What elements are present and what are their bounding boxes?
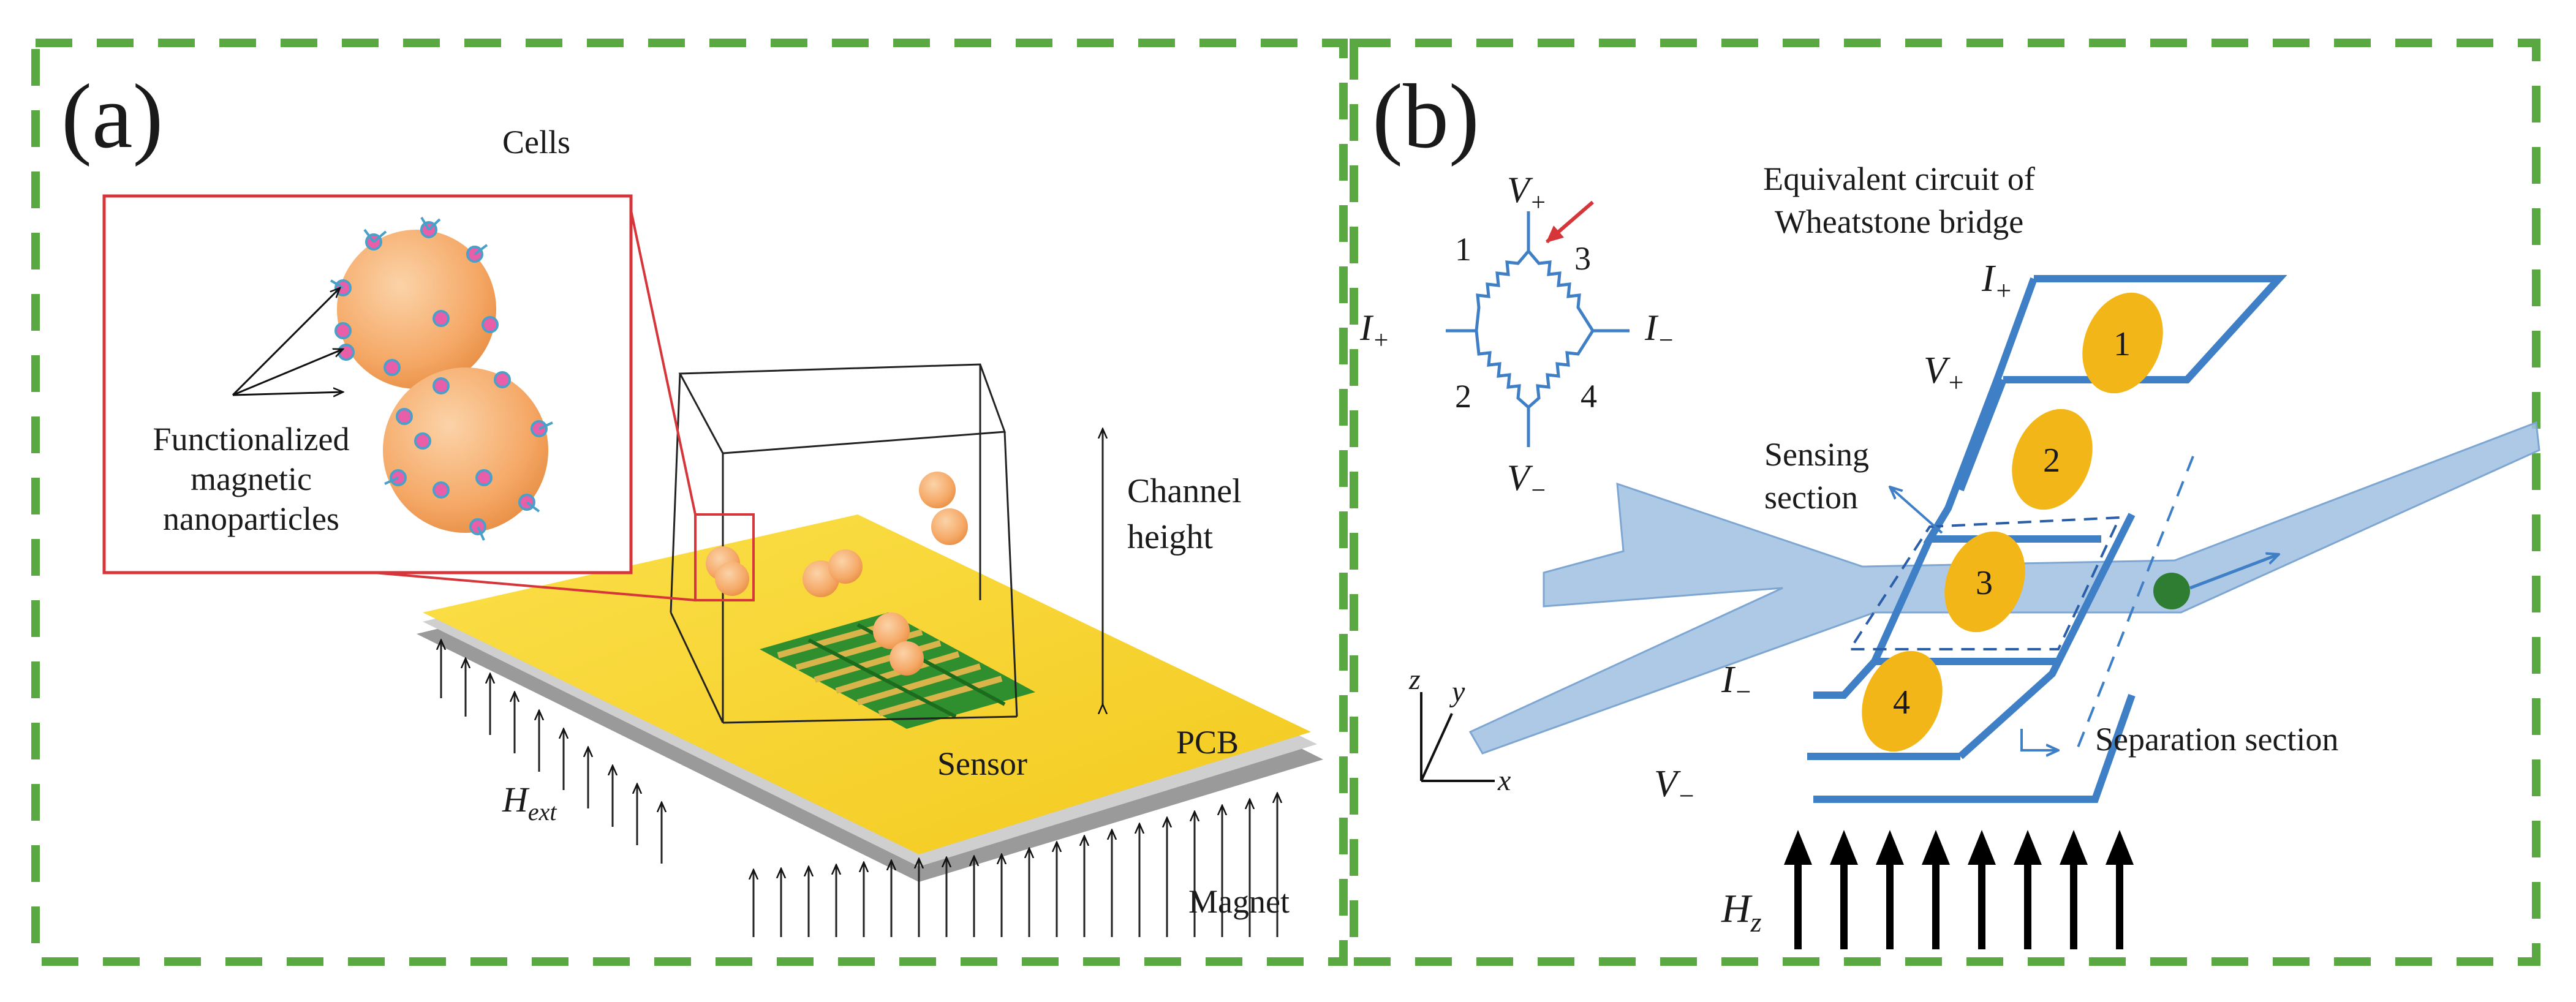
element-1 [2082, 292, 2163, 394]
magnet-arrows-left [441, 640, 662, 864]
height-label: height [1127, 518, 1213, 556]
equiv-circuit-label-1: Equivalent circuit of [1763, 160, 2035, 197]
circuit-label-3: 3 [1574, 240, 1591, 277]
circuit-i-minus: I− [1644, 307, 1674, 355]
v-minus-terminal: V− [1654, 763, 1696, 811]
separation-label: Separation section [2095, 721, 2338, 758]
hz-arrow [1968, 830, 1996, 949]
cell [931, 508, 968, 545]
cells-in-channel [706, 472, 968, 676]
element-4 [1862, 650, 1943, 752]
hz-arrow [2014, 830, 2042, 949]
magnet-label: Magnet [1188, 883, 1290, 920]
cell [715, 562, 749, 596]
sensing-section-arrow [1890, 487, 1943, 534]
magnet-arrows-bottom [754, 793, 1277, 937]
hz-arrow [1922, 830, 1950, 949]
equiv-circuit-label-2: Wheatstone bridge [1775, 203, 2023, 240]
hext-label: Hext [502, 780, 557, 826]
circuit-v-minus: V− [1507, 458, 1547, 505]
panel-a: (a) [31, 39, 1348, 966]
magnetic-label: magnetic [191, 461, 312, 497]
resistor-1 [1475, 250, 1530, 331]
axes-icon [1420, 692, 1495, 782]
axis-x-label: x [1497, 764, 1511, 797]
wheatstone-circuit [1446, 211, 1630, 447]
resistor-2 [1475, 330, 1530, 409]
hz-label: Hz [1721, 886, 1762, 938]
particle-motion-arrow [2189, 554, 2279, 590]
functionalized-label: Functionalized [153, 421, 350, 458]
cell [919, 472, 956, 508]
panel-b-border [1350, 39, 2540, 966]
cells-label: Cells [502, 124, 570, 160]
circuit-i-plus: I+ [1359, 307, 1389, 355]
axis-z-label: z [1408, 663, 1421, 696]
element-2 [2012, 409, 2093, 510]
sensing-label-1: Sensing [1764, 436, 1869, 473]
hz-arrow [2060, 830, 2088, 949]
nanoparticle-pointers [232, 288, 343, 395]
sensor-elements [1862, 292, 2163, 752]
resistor-4 [1527, 330, 1595, 409]
element-label-4: 4 [1893, 684, 1910, 721]
magnetic-particle [2153, 573, 2190, 609]
axis-y-label: y [1449, 676, 1465, 708]
hz-arrow [1876, 830, 1904, 949]
cell [890, 641, 924, 676]
hz-arrow [1830, 830, 1858, 949]
panel-b-label: (b) [1372, 66, 1479, 167]
cell [337, 230, 496, 389]
sensor-label: Sensor [937, 745, 1027, 782]
sensing-section-box [1848, 516, 2122, 650]
element-3 [1944, 531, 2025, 633]
hz-arrow [1784, 830, 1812, 949]
resistor-3 [1527, 250, 1595, 332]
v-plus-terminal: V+ [1924, 350, 1965, 397]
element-label-1: 1 [2113, 325, 2131, 363]
element-label-2: 2 [2043, 442, 2060, 480]
nanoparticles-label: nanoparticles [163, 500, 339, 537]
circuit-label-1: 1 [1455, 231, 1471, 268]
cell [828, 549, 863, 584]
separation-arrow [2020, 729, 2058, 750]
antibody-marks [330, 216, 553, 541]
i-minus-terminal: I− [1721, 659, 1752, 707]
circuit-v-plus: V+ [1507, 170, 1547, 217]
cell [873, 612, 910, 649]
i-plus-terminal: I+ [1981, 258, 2012, 306]
circuit-label-4: 4 [1581, 378, 1597, 415]
hz-field-arrows [1784, 830, 2134, 949]
circuit-label-2: 2 [1455, 378, 1471, 415]
channel-label: Channel [1127, 472, 1242, 510]
sensing-label-2: section [1764, 479, 1858, 516]
panel-a-label: (a) [61, 66, 163, 167]
zoomed-cells [330, 216, 553, 541]
hz-arrow [2106, 830, 2134, 949]
equiv-circuit-arrow [1546, 200, 1594, 244]
cell [383, 367, 548, 533]
panel-b: (b) V+ V− I+ I− 1 3 2 4 Equivalent circu… [1350, 39, 2540, 966]
pcb-label: PCB [1176, 724, 1239, 761]
panel-a-border [31, 39, 1348, 966]
element-label-3: 3 [1976, 564, 1993, 602]
